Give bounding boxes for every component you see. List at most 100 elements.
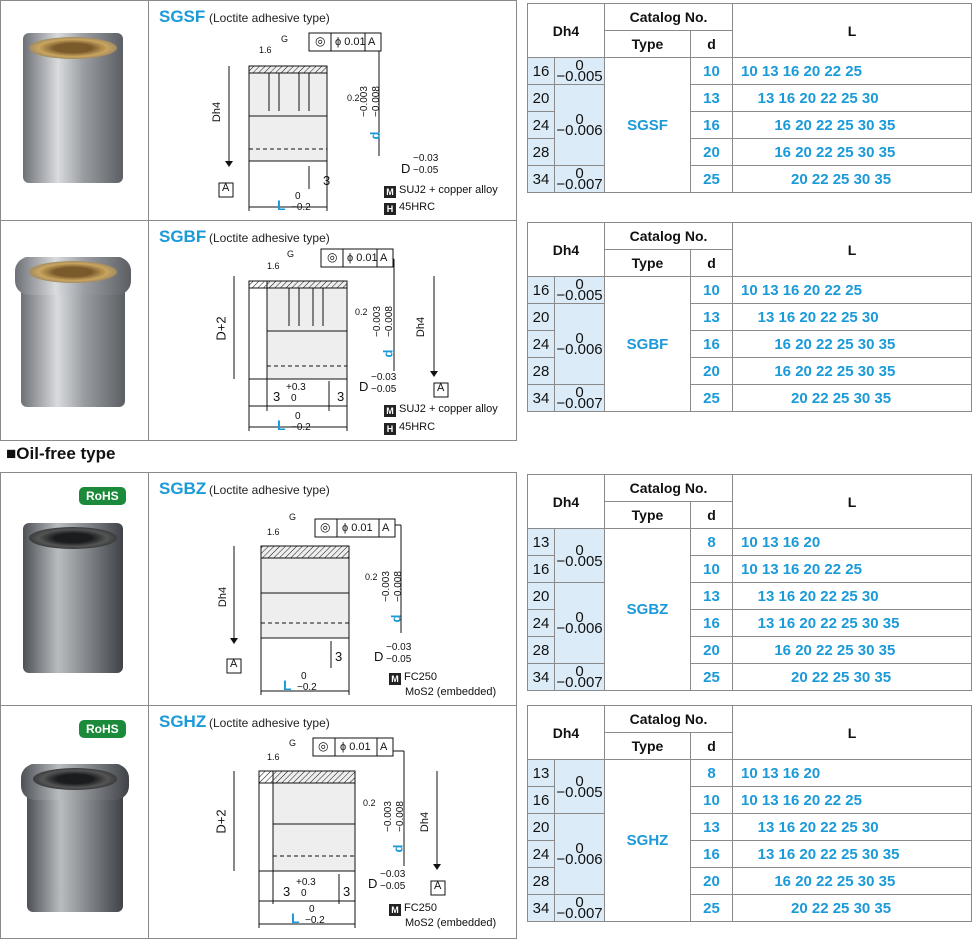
dh4-cell: 16 bbox=[527, 786, 555, 814]
tolerance-cell: 0−0.007 bbox=[554, 384, 605, 412]
material-icon: M bbox=[384, 186, 396, 198]
D-plus-2-label: D+2 bbox=[213, 316, 229, 341]
g-label: G bbox=[289, 512, 297, 522]
d-cell: 25 bbox=[690, 894, 733, 922]
d-symbol: d bbox=[367, 131, 383, 140]
D-symbol: D bbox=[359, 379, 369, 394]
L-tol-bot: −0.2 bbox=[305, 915, 325, 926]
g-label: G bbox=[287, 249, 295, 259]
col-catalog: Catalog No. bbox=[604, 474, 733, 502]
datum-a-label: A bbox=[230, 658, 238, 670]
tolerance-phi: ϕ 0.01 bbox=[335, 36, 366, 48]
col-dh4: Dh4 bbox=[527, 474, 605, 529]
dh4-cell: 20 bbox=[527, 303, 555, 331]
d-tol-bot: −0.008 bbox=[370, 86, 382, 117]
d-cell: 13 bbox=[690, 813, 733, 841]
col-dh4: Dh4 bbox=[527, 3, 605, 58]
roughness-label: 1.6 bbox=[267, 261, 280, 271]
datum-label: A bbox=[368, 36, 376, 48]
D-symbol: D bbox=[374, 649, 384, 664]
dh4-cell: 16 bbox=[527, 276, 555, 304]
col-dh4: Dh4 bbox=[527, 705, 605, 760]
product-subtitle: (Loctite adhesive type) bbox=[209, 231, 330, 245]
d-cell: 25 bbox=[690, 165, 733, 193]
datum-a-label: A bbox=[222, 182, 230, 194]
col-type: Type bbox=[604, 732, 691, 760]
d-cell: 25 bbox=[690, 384, 733, 412]
tolerance-phi: ϕ 0.01 bbox=[347, 252, 378, 264]
d-tol-bot: −0.008 bbox=[383, 306, 395, 337]
d-cell: 10 bbox=[690, 786, 733, 814]
roughness-label: 1.6 bbox=[267, 752, 280, 762]
tolerance-cell: 0−0.005 bbox=[554, 276, 605, 304]
col-catalog: Catalog No. bbox=[604, 3, 733, 31]
dh4-cell: 34 bbox=[527, 165, 555, 193]
product-title: SGSF bbox=[159, 7, 206, 26]
chamfer-label: 3 bbox=[335, 649, 343, 664]
dh4-cell: 28 bbox=[527, 357, 555, 385]
coating-label: MoS2 (embedded) bbox=[405, 917, 497, 929]
col-type: Type bbox=[604, 249, 691, 277]
D-tol-top: −0.03 bbox=[413, 153, 439, 164]
material-icon: M bbox=[389, 673, 401, 685]
dh4-cell: 13 bbox=[527, 528, 555, 556]
tolerance-cell: 0−0.005 bbox=[554, 57, 605, 85]
hardness-icon: H bbox=[384, 203, 396, 215]
L-tol-top: 0 bbox=[295, 411, 301, 422]
tolerance-phi: ϕ 0.01 bbox=[340, 741, 371, 753]
L-tol-top: 0 bbox=[301, 671, 307, 682]
product-section-sgbz: RoHS SGBZ (Loctite adhesive type) bbox=[0, 472, 973, 706]
d-tol-top: −0.003 bbox=[382, 801, 394, 832]
g-label: G bbox=[289, 738, 297, 748]
concentricity-icon: ◎ bbox=[318, 739, 329, 753]
dh4-cell: 24 bbox=[527, 330, 555, 358]
length-cell: 13 16 20 22 25 30 bbox=[732, 813, 972, 841]
length-cell: 10 13 16 20 22 25 bbox=[732, 555, 972, 583]
product-box: SGBF (Loctite adhesive type) bbox=[0, 220, 517, 441]
flange-tol-top: +0.3 bbox=[296, 877, 316, 888]
col-catalog: Catalog No. bbox=[604, 222, 733, 250]
d-cell: 20 bbox=[690, 357, 733, 385]
col-type: Type bbox=[604, 30, 691, 58]
d-cell: 10 bbox=[690, 57, 733, 85]
concentricity-icon: ◎ bbox=[327, 250, 338, 264]
col-catalog: Catalog No. bbox=[604, 705, 733, 733]
sgbz-drawing-svg bbox=[226, 518, 402, 695]
col-d: d bbox=[690, 30, 733, 58]
col-d: d bbox=[690, 732, 733, 760]
dh4-cell: 34 bbox=[527, 894, 555, 922]
D-tol-top: −0.03 bbox=[380, 869, 406, 880]
L-symbol: L bbox=[291, 910, 300, 926]
angle-label: 0.2 bbox=[365, 572, 378, 582]
product-box: RoHS SGBZ (Loctite adhesive type) bbox=[0, 472, 517, 706]
chamfer-label: 3 bbox=[343, 884, 351, 899]
col-L: L bbox=[732, 705, 972, 760]
length-cell: 20 22 25 30 35 bbox=[732, 165, 972, 193]
sgsf-drawing-svg bbox=[218, 32, 382, 211]
dh4-cell: 20 bbox=[527, 582, 555, 610]
technical-drawing: SGBZ (Loctite adhesive type) 1.6 bbox=[149, 473, 516, 705]
product-title: SGBF bbox=[159, 227, 207, 246]
sghz-drawing-svg bbox=[233, 737, 446, 928]
roughness-label: 1.6 bbox=[267, 527, 280, 537]
length-cell: 10 13 16 20 bbox=[732, 528, 972, 556]
product-section-sgbf: SGBF (Loctite adhesive type) bbox=[0, 220, 973, 441]
bushing-image bbox=[23, 523, 123, 673]
bushing-image bbox=[21, 764, 129, 912]
length-cell: 13 16 20 22 25 30 bbox=[732, 582, 972, 610]
bushing-image bbox=[23, 33, 123, 183]
D-tol-bot: −0.05 bbox=[386, 654, 412, 665]
tolerance-cell: 0−0.005 bbox=[554, 759, 605, 814]
L-symbol: L bbox=[277, 197, 286, 213]
technical-drawing: SGSF (Loctite adhesive type) bbox=[149, 1, 516, 220]
